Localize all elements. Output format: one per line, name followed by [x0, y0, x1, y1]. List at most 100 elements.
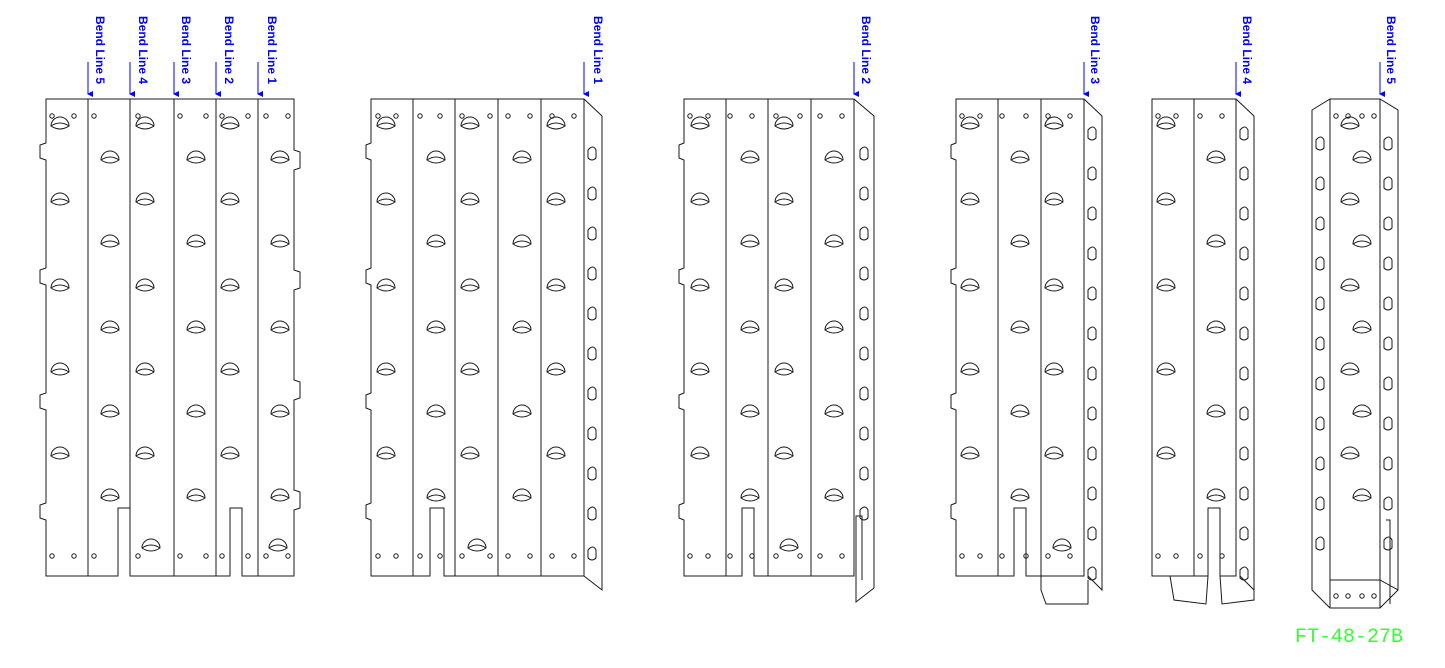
fan-cutout	[512, 150, 532, 164]
fan-cutout	[186, 488, 206, 502]
mounting-hole	[687, 113, 693, 119]
mounting-hole	[1173, 113, 1179, 119]
mounting-hole	[71, 553, 77, 559]
fan-cutout	[270, 320, 290, 334]
fan-cutout	[1352, 320, 1372, 334]
fan-cutout	[512, 234, 532, 248]
mounting-hole	[1155, 113, 1161, 119]
mounting-hole	[977, 553, 983, 559]
fan-cutout	[546, 192, 566, 206]
side-slot	[1087, 126, 1097, 141]
side-slot	[1239, 526, 1249, 541]
side-slot	[1315, 376, 1325, 391]
bottom-edge	[1330, 579, 1399, 591]
side-slot	[859, 466, 869, 481]
fan-cutout	[779, 538, 799, 552]
fan-cutout	[774, 362, 794, 376]
fan-cutout	[426, 320, 446, 334]
fan-cutout	[460, 116, 480, 130]
blank-outline	[950, 98, 1085, 577]
fan-cutout	[50, 362, 70, 376]
stage-after-bend-1	[365, 98, 603, 592]
mounting-hole	[177, 553, 183, 559]
fan-cutout	[824, 488, 844, 502]
mounting-hole	[219, 113, 225, 119]
fan-cutout	[426, 488, 446, 502]
fan-cutout	[1156, 192, 1176, 206]
mounting-hole	[1045, 113, 1051, 119]
mounting-hole	[977, 113, 983, 119]
side-slot	[1087, 446, 1097, 461]
fan-cutout	[740, 320, 760, 334]
mounting-hole	[487, 113, 493, 119]
fan-cutout	[512, 404, 532, 418]
fan-cutout	[960, 362, 980, 376]
mounting-hole	[285, 113, 291, 119]
fan-cutout	[740, 404, 760, 418]
fan-cutout	[460, 446, 480, 460]
fan-cutout	[1010, 320, 1030, 334]
bent-flange	[1083, 98, 1103, 592]
mounting-hole	[705, 553, 711, 559]
fan-cutout	[960, 446, 980, 460]
bent-flange	[1235, 98, 1255, 592]
fan-cutout	[1352, 404, 1372, 418]
blank-outline	[365, 98, 585, 577]
fan-cutout	[376, 362, 396, 376]
side-slot	[1383, 456, 1393, 471]
mounting-hole	[839, 113, 845, 119]
fan-cutout	[467, 538, 487, 552]
side-slot	[859, 306, 869, 321]
fan-cutout	[270, 488, 290, 502]
side-slot	[859, 426, 869, 441]
fan-cutout	[774, 278, 794, 292]
fan-cutout	[460, 278, 480, 292]
side-slot	[1315, 456, 1325, 471]
fan-cutout	[1206, 150, 1226, 164]
blank-outline	[678, 98, 855, 577]
bent-flange	[853, 98, 875, 604]
side-slot	[1383, 176, 1393, 191]
side-slot	[587, 426, 597, 441]
mounting-hole	[285, 553, 291, 559]
side-slot	[1383, 216, 1393, 231]
fan-cutout	[1206, 404, 1226, 418]
side-slot	[1087, 206, 1097, 221]
bend-label-s1-2: Bend Line 2	[222, 16, 236, 84]
side-slot	[1239, 366, 1249, 381]
side-slot	[1315, 216, 1325, 231]
fan-cutout	[546, 446, 566, 460]
mounting-hole	[135, 553, 141, 559]
fan-cutout	[824, 320, 844, 334]
fan-cutout	[50, 446, 70, 460]
fan-cutout	[100, 404, 120, 418]
fan-cutout	[186, 234, 206, 248]
mounting-hole	[417, 113, 423, 119]
bend-label-s2-1: Bend Line 1	[591, 16, 605, 84]
side-slot	[1239, 406, 1249, 421]
mounting-hole	[505, 113, 511, 119]
side-slot	[1383, 496, 1393, 511]
fan-cutout	[1010, 234, 1030, 248]
fan-cutout	[1156, 362, 1176, 376]
blank-outline	[1151, 98, 1237, 577]
fan-cutout	[220, 446, 240, 460]
fan-cutout	[960, 116, 980, 130]
mounting-hole	[1359, 113, 1365, 119]
side-slot	[1087, 366, 1097, 381]
stage-after-bend-2	[678, 98, 875, 604]
mounting-hole	[203, 553, 209, 559]
blank-outline	[39, 98, 301, 577]
mounting-hole	[527, 553, 533, 559]
mounting-hole	[1359, 593, 1365, 599]
mounting-hole	[245, 553, 251, 559]
side-slot	[1239, 486, 1249, 501]
mounting-hole	[959, 553, 965, 559]
bend-label-s3-2: Bend Line 2	[859, 16, 873, 84]
mounting-hole	[1197, 553, 1203, 559]
side-slot	[1315, 416, 1325, 431]
side-slot	[1315, 256, 1325, 271]
fan-cutout	[186, 404, 206, 418]
fan-cutout	[1340, 192, 1360, 206]
fan-cutout	[1340, 362, 1360, 376]
